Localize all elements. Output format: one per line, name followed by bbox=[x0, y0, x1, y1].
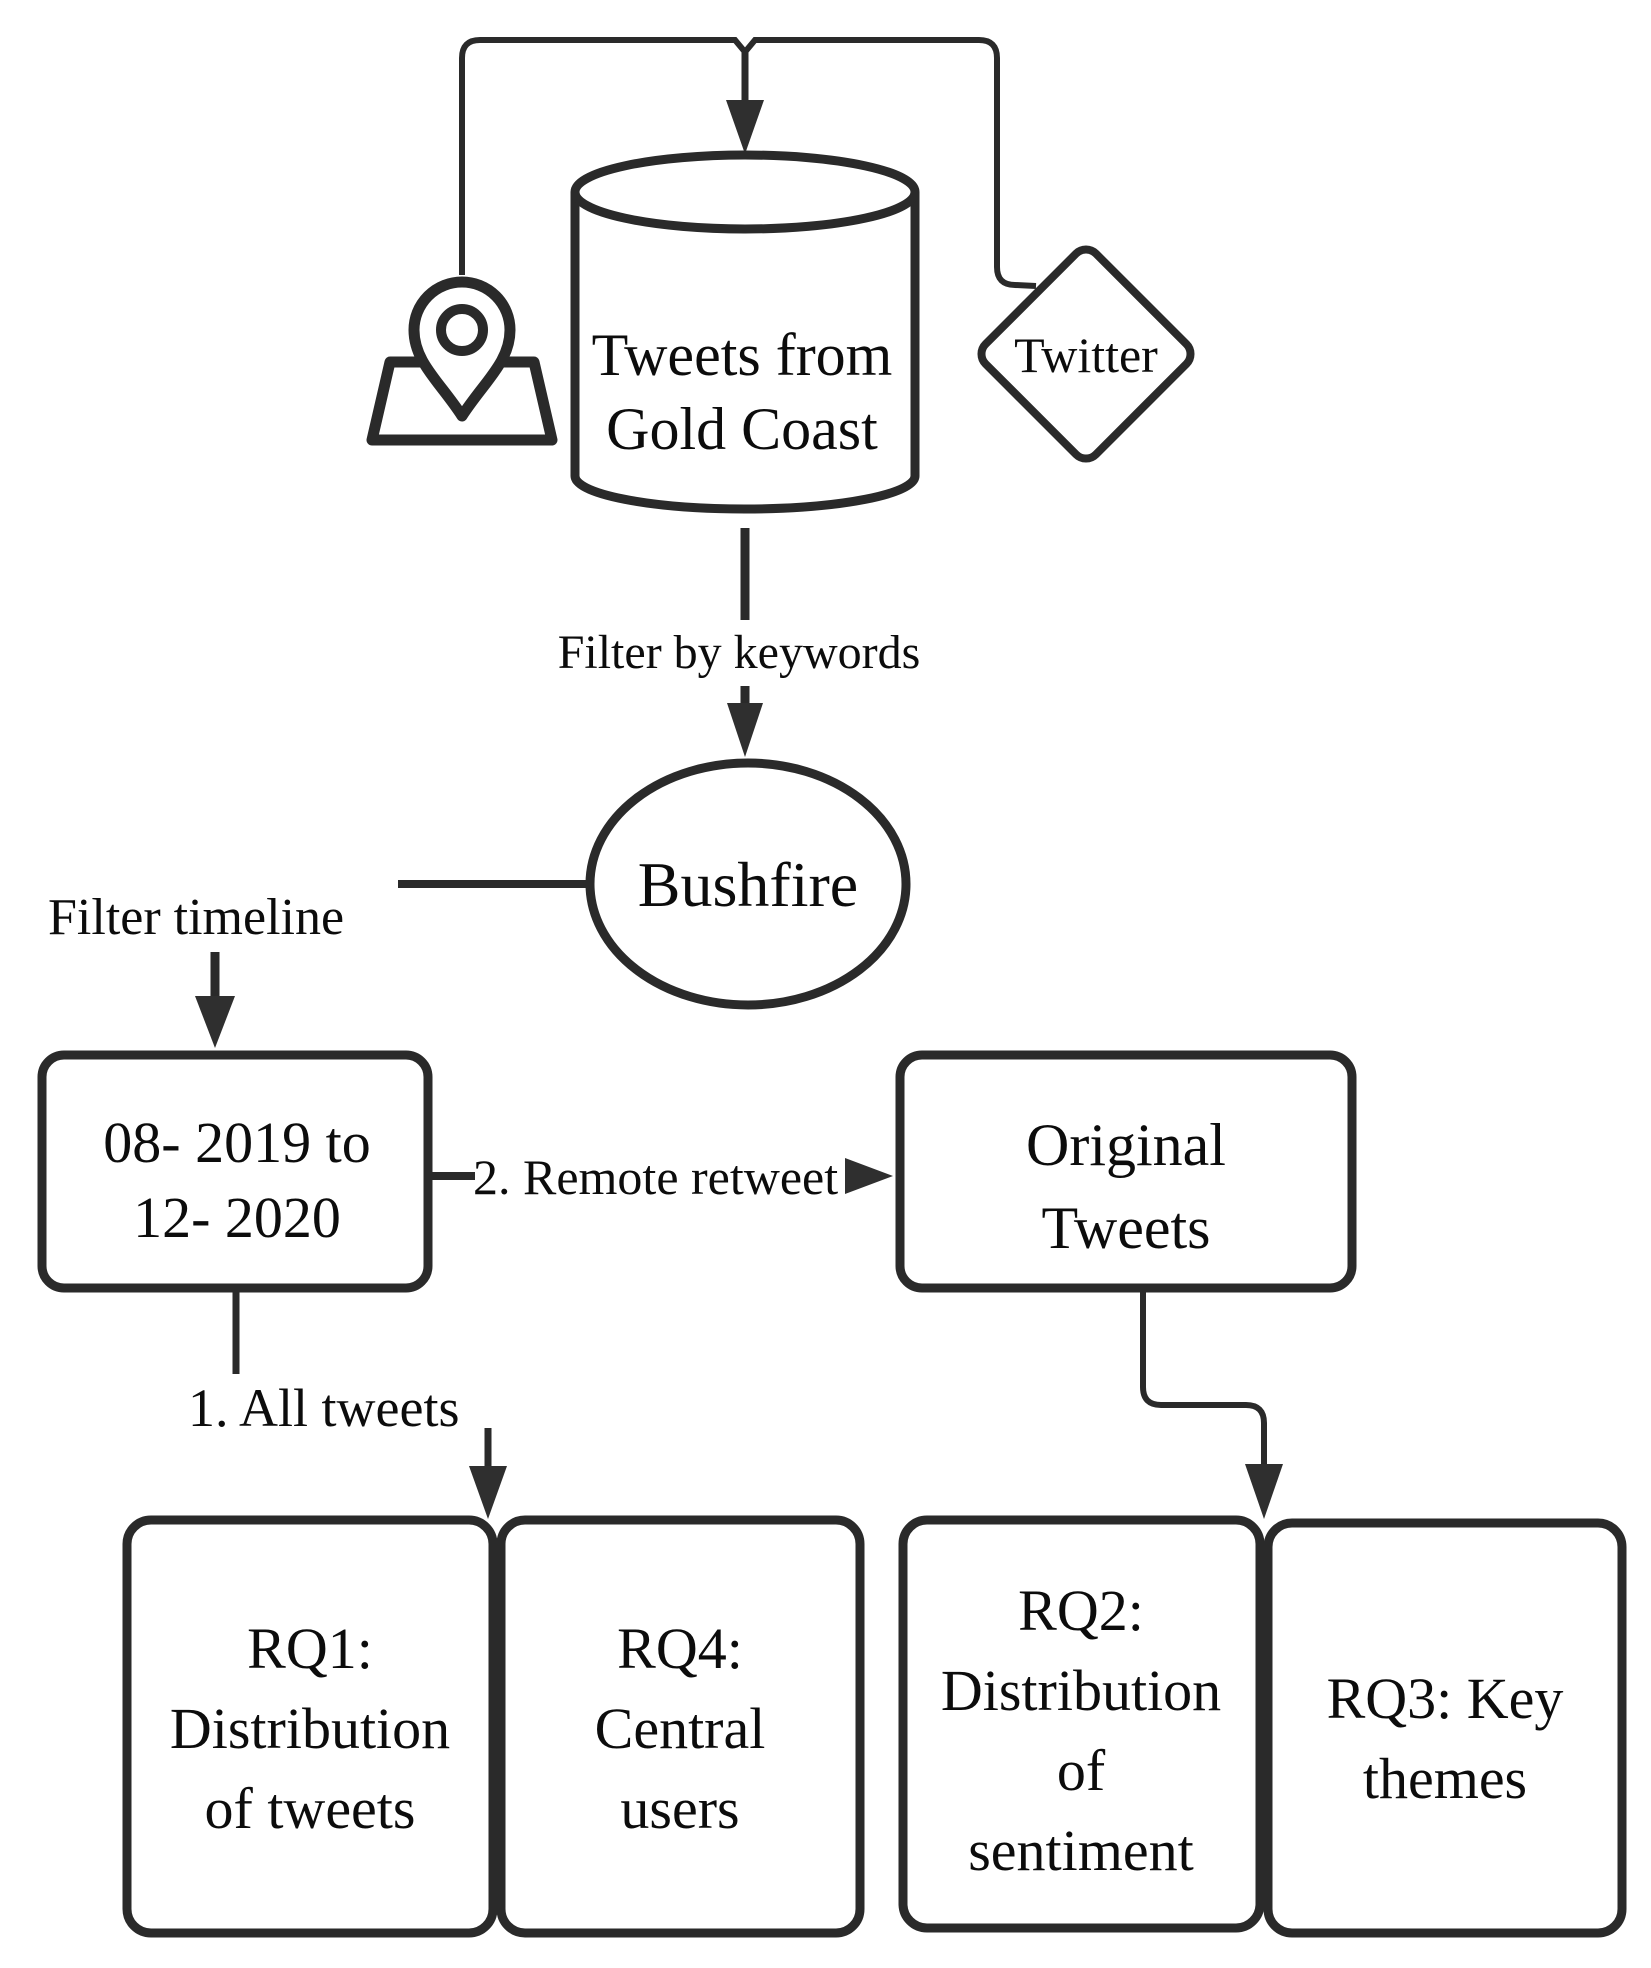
rq3-line2: themes bbox=[1363, 1746, 1527, 1811]
rq2-box bbox=[898, 1515, 1265, 1933]
edge-label-all-tweets: 1. All tweets bbox=[188, 1378, 459, 1438]
arrowhead-into-rq1-rq4 bbox=[469, 1466, 507, 1519]
rq4-line3: users bbox=[620, 1776, 739, 1841]
connector-left-branch bbox=[459, 37, 748, 275]
rq2-line1: RQ2: bbox=[1018, 1578, 1144, 1643]
edge-remote-retweet: 2. Remote retweet bbox=[432, 1149, 893, 1205]
date-range-node: 08- 2019 to 12- 2020 bbox=[37, 1050, 433, 1293]
rq2-line2: Distribution bbox=[941, 1658, 1221, 1723]
rq4-box bbox=[496, 1515, 865, 1938]
twitter-diamond-shape bbox=[977, 245, 1195, 463]
connector-right-branch bbox=[742, 37, 1037, 289]
source-database-label-line2: Gold Coast bbox=[606, 396, 878, 462]
date-range-line1: 08- 2019 to bbox=[103, 1110, 370, 1175]
rq2-line3: of bbox=[1057, 1738, 1106, 1803]
rq4-node: RQ4: Central users bbox=[496, 1515, 865, 1938]
arrowhead-into-date-range bbox=[195, 996, 235, 1048]
edge-all-tweets: 1. All tweets bbox=[188, 1290, 507, 1519]
edge-label-remote-retweet: 2. Remote retweet bbox=[473, 1149, 838, 1205]
edge-filter-by-keywords: Filter by keywords bbox=[558, 528, 921, 757]
arrowhead-into-bushfire bbox=[727, 703, 763, 757]
cylinder-top bbox=[570, 150, 920, 234]
original-tweets-box bbox=[895, 1050, 1357, 1293]
cylinder-body bbox=[570, 192, 920, 514]
original-to-rq-line bbox=[1140, 1290, 1267, 1468]
date-range-box bbox=[37, 1050, 433, 1293]
rq3-line1: RQ3: Key bbox=[1327, 1666, 1564, 1731]
rq1-box bbox=[122, 1515, 498, 1938]
map-pin-icon bbox=[366, 276, 558, 446]
rq1-line3: of tweets bbox=[205, 1776, 416, 1841]
bushfire-label: Bushfire bbox=[638, 849, 858, 920]
original-tweets-node: Original Tweets bbox=[895, 1050, 1357, 1293]
original-tweets-line1: Original bbox=[1026, 1112, 1226, 1178]
pin-inner-circle bbox=[436, 304, 488, 356]
original-tweets-line2: Tweets bbox=[1041, 1195, 1210, 1261]
edge-label-filter-by-keywords: Filter by keywords bbox=[558, 626, 921, 679]
edge-label-filter-timeline: Filter timeline bbox=[48, 889, 344, 946]
source-database-node: Tweets from Gold Coast bbox=[570, 150, 920, 514]
rq2-line4: sentiment bbox=[968, 1818, 1194, 1883]
rq1-line2: Distribution bbox=[170, 1696, 450, 1761]
source-database-label-line1: Tweets from bbox=[592, 322, 893, 388]
top-merge-connector bbox=[459, 37, 1037, 289]
arrowhead-into-original-tweets bbox=[845, 1158, 893, 1194]
bushfire-node: Bushfire bbox=[585, 758, 911, 1010]
arrowhead-into-database bbox=[726, 100, 764, 154]
date-range-line2: 12- 2020 bbox=[133, 1185, 341, 1250]
edge-original-to-rq bbox=[1140, 1290, 1283, 1519]
twitter-label: Twitter bbox=[1014, 327, 1158, 383]
arrowhead-into-rq2-rq3 bbox=[1245, 1464, 1283, 1519]
twitter-node: Twitter bbox=[977, 245, 1195, 463]
rq2-node: RQ2: Distribution of sentiment bbox=[898, 1515, 1265, 1933]
edge-filter-timeline: Filter timeline bbox=[48, 880, 592, 1048]
rq4-line1: RQ4: bbox=[617, 1616, 743, 1681]
rq3-box bbox=[1263, 1518, 1627, 1938]
rq3-node: RQ3: Key themes bbox=[1263, 1518, 1627, 1938]
rq1-line1: RQ1: bbox=[247, 1616, 373, 1681]
rq4-line2: Central bbox=[595, 1696, 766, 1761]
rq1-node: RQ1: Distribution of tweets bbox=[122, 1515, 498, 1938]
